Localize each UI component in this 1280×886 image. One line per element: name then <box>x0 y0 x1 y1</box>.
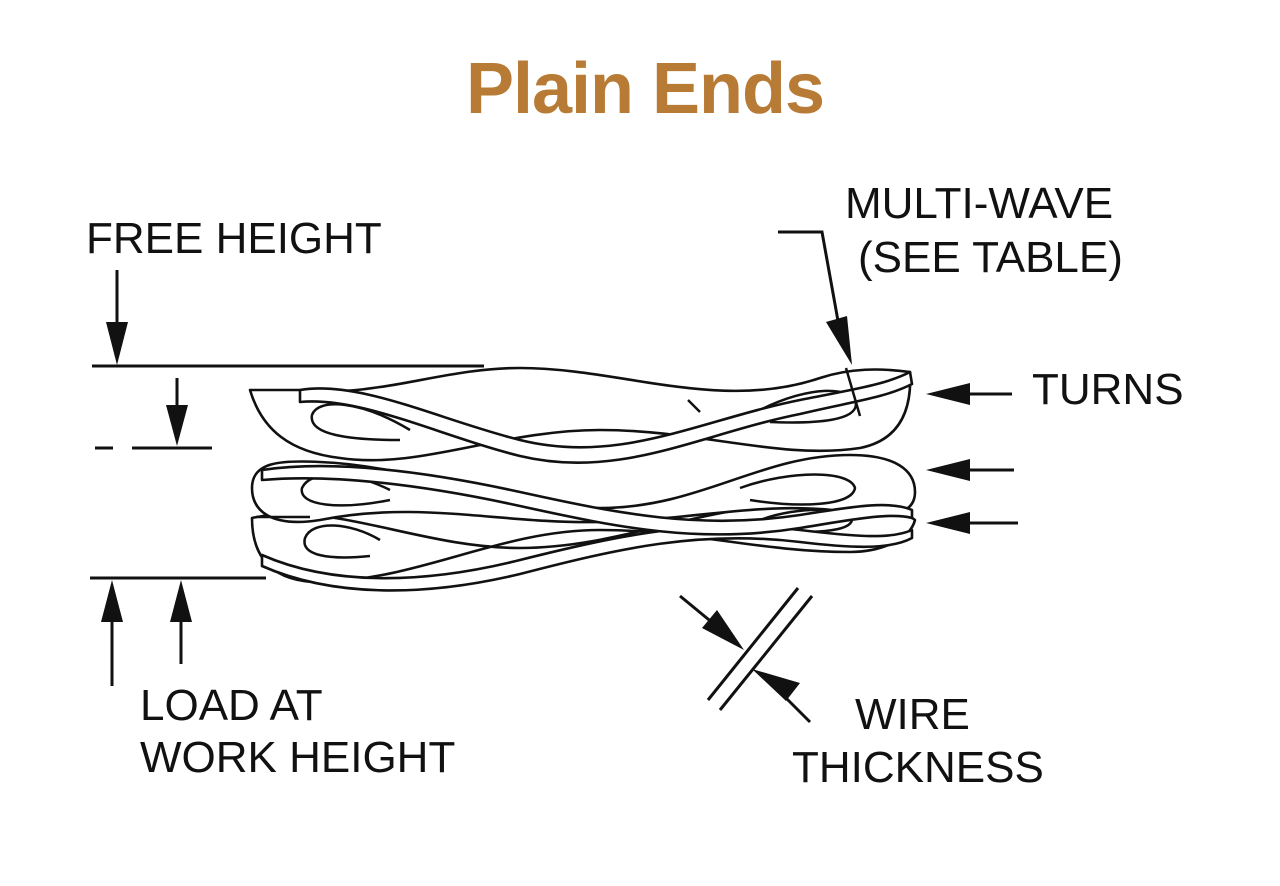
wave-spring-illustration <box>248 366 917 592</box>
turn-3-left-loop <box>303 524 381 559</box>
load-label-line1: LOAD AT <box>140 681 323 730</box>
diagram-title: Plain Ends <box>466 49 824 129</box>
secondary-arrowhead <box>166 405 188 446</box>
load-arrowhead-right <box>170 580 192 622</box>
load-label-line2: WORK HEIGHT <box>140 733 455 782</box>
multi-wave-label-line1: MULTI-WAVE <box>845 179 1113 228</box>
work-height-dimension <box>90 576 266 686</box>
turn-2-front-band <box>260 464 914 536</box>
free-height-arrowhead <box>106 322 128 365</box>
multi-wave-leader-line <box>778 230 842 333</box>
turn-1-seam <box>687 399 701 413</box>
load-arrowhead-left <box>101 580 123 622</box>
multi-wave-label-line2: (SEE TABLE) <box>858 233 1123 282</box>
turns-label: TURNS <box>1032 365 1184 414</box>
wire-thickness-dimension <box>679 587 814 724</box>
spring-turn-2 <box>250 453 917 536</box>
turns-arrows <box>926 383 1018 534</box>
spring-turn-1 <box>248 366 914 464</box>
turns-arrowhead-2 <box>926 459 970 481</box>
turn-2-right-loop <box>739 473 857 506</box>
wire-arrowhead-upper <box>702 610 744 650</box>
multi-wave-leader <box>778 230 852 365</box>
wire-edge-line-1 <box>706 587 800 701</box>
turn-1-front-band <box>298 370 914 464</box>
turn-1-end-cap <box>844 367 862 417</box>
wire-label-line2: THICKNESS <box>792 743 1044 792</box>
wire-label-line1: WIRE <box>855 690 970 739</box>
wire-edge-line-2 <box>718 595 814 711</box>
free-height-label: FREE HEIGHT <box>86 214 382 263</box>
turn-3-front-band <box>260 524 914 592</box>
turns-arrowhead-1 <box>926 383 970 405</box>
free-height-dimension <box>92 270 484 450</box>
turn-1-back-band <box>248 366 912 462</box>
turns-arrowhead-3 <box>926 512 970 534</box>
multi-wave-arrowhead <box>826 316 852 365</box>
wire-arrowhead-lower <box>752 669 800 701</box>
wire-arrow-shaft-upper <box>679 594 715 626</box>
wire-arrow-shaft-lower <box>782 694 812 724</box>
